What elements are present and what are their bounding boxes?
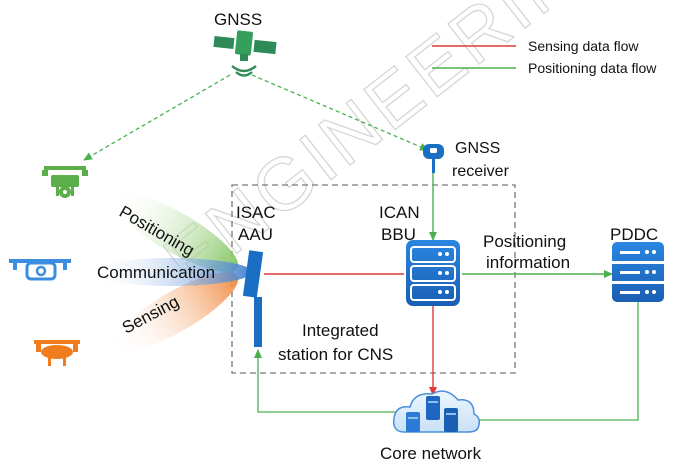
- gnss-receiver-icon: [423, 144, 444, 173]
- ican-bbu-server-icon: [406, 240, 460, 306]
- pddc-to-core-link: [469, 302, 639, 424]
- pddc-label: PDDC: [610, 225, 658, 244]
- positioning-info-label-line2: information: [486, 253, 570, 272]
- orange-drone-icon: [34, 340, 80, 366]
- legend-positioning-label: Positioning data flow: [528, 60, 657, 76]
- positioning-info-label-line1: Positioning: [483, 232, 566, 251]
- beam-sensing: [111, 272, 239, 352]
- integrated-label-line2: station for CNS: [278, 345, 393, 364]
- gnss-receiver-label-line1: GNSS: [455, 140, 500, 157]
- beam-fan: [88, 192, 252, 352]
- pddc-server-icon: [612, 242, 664, 302]
- core-network-label: Core network: [380, 444, 482, 463]
- core-network-cloud-icon: [392, 390, 481, 433]
- green-drone-icon: [42, 166, 88, 198]
- ican-label-line2: BBU: [381, 225, 416, 244]
- ican-label-line1: ICAN: [379, 203, 420, 222]
- legend-sensing-label: Sensing data flow: [528, 38, 639, 54]
- core-to-aau-link: [254, 349, 398, 413]
- beam-communication: [88, 258, 252, 286]
- isac-label-line1: ISAC: [236, 203, 276, 222]
- beam-communication-label: Communication: [97, 263, 215, 282]
- gnss-link-receiver: [251, 74, 429, 151]
- legend: Sensing data flow Positioning data flow: [432, 38, 657, 76]
- satellite-icon: [213, 30, 277, 77]
- blue-drone-icon: [9, 259, 71, 281]
- isac-label-line2: AAU: [238, 225, 273, 244]
- integrated-label-line1: Integrated: [302, 321, 379, 340]
- isac-aau-antenna-icon: [242, 250, 264, 347]
- gnss-link-drone: [83, 74, 231, 161]
- beam-positioning: [111, 192, 239, 272]
- gnss-label: GNSS: [214, 10, 262, 29]
- integrated-station-box: [231, 184, 516, 374]
- gnss-receiver-label-line2: receiver: [452, 163, 510, 180]
